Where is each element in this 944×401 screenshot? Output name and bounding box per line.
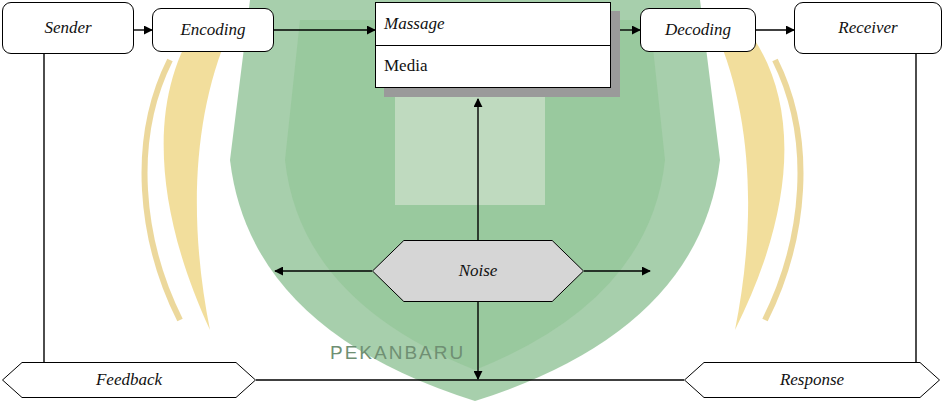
connector-line [915,54,916,363]
connector-line [256,379,684,380]
box-divider [376,45,610,46]
feedback-hexagon: Feedback [2,362,256,398]
decoding-box: Decoding [640,8,756,52]
node-label: Response [684,370,940,390]
node-label: Decoding [641,20,755,40]
node-label: Massage [376,3,610,45]
encoding-box: Encoding [152,8,274,52]
arrow-connector [477,99,478,240]
noise-arrow [584,270,650,271]
watermark-book [395,95,545,205]
watermark-garland-right [715,20,784,330]
arrow-connector [611,29,640,30]
arrow-connector [274,29,375,30]
watermark-shield [230,0,720,401]
arrow-connector [134,29,152,30]
noise-arrow [275,270,372,271]
node-label: Encoding [153,20,273,40]
response-hexagon: Response [684,362,940,398]
node-label: Receiver [795,18,941,38]
node-label: Noise [372,261,584,281]
receiver-box: Receiver [794,2,942,54]
message-media-box: MassageMedia [375,2,611,88]
noise-hexagon: Noise [372,240,584,302]
arrow-connector [756,29,794,30]
watermark-leaf-right [765,60,800,320]
node-label: Sender [3,18,133,38]
connector-line [43,54,44,363]
node-label: Feedback [2,370,256,390]
watermark-garland-left [164,20,230,330]
watermark-text: PEKANBARU [330,342,465,364]
watermark-leaf-left [145,60,180,320]
sender-box: Sender [2,2,134,54]
node-sublabel: Media [376,45,610,87]
noise-arrow [477,302,478,379]
